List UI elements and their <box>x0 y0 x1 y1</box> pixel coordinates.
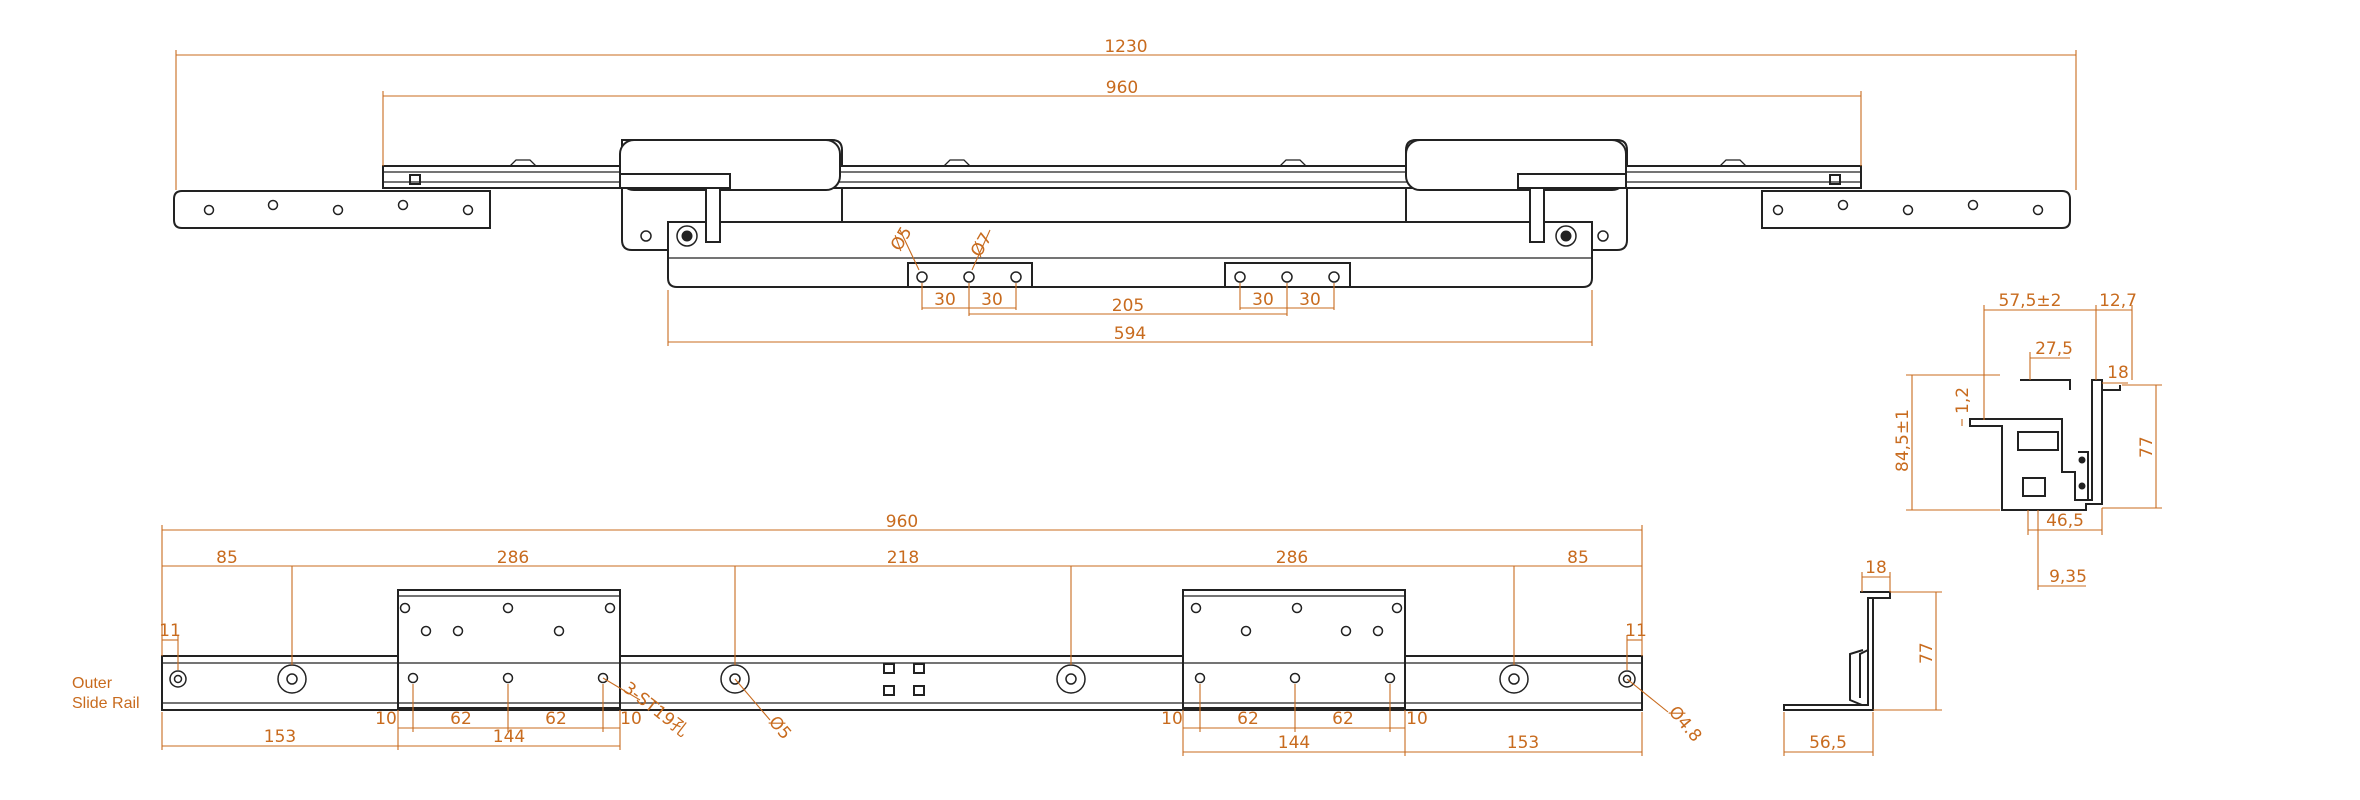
svg-text:9,35: 9,35 <box>2049 567 2087 587</box>
svg-text:10: 10 <box>1161 709 1183 729</box>
right-mounting-flange <box>1761 190 2071 229</box>
svg-text:10: 10 <box>620 709 642 729</box>
svg-text:960: 960 <box>886 512 918 532</box>
flange-hole <box>203 204 215 216</box>
svg-text:12,7: 12,7 <box>2099 291 2137 311</box>
svg-text:144: 144 <box>493 727 525 747</box>
flange-hole <box>1772 204 1784 216</box>
flange-hole <box>1967 199 1979 211</box>
svg-text:27,5: 27,5 <box>2035 339 2073 359</box>
svg-text:30: 30 <box>981 290 1003 310</box>
dim-section-thick: 1,2 <box>1953 387 1973 426</box>
svg-text:10: 10 <box>1406 709 1428 729</box>
flange-hole <box>397 199 409 211</box>
svg-text:594: 594 <box>1114 324 1146 344</box>
bracket-plate <box>667 221 1593 288</box>
outer-slide-rail <box>161 655 1643 711</box>
svg-text:1,2: 1,2 <box>1953 387 1973 414</box>
svg-text:30: 30 <box>1252 290 1274 310</box>
dim-segment-row: 85 286 218 286 85 <box>162 548 1642 665</box>
flange-hole <box>462 204 474 216</box>
svg-text:62: 62 <box>545 709 567 729</box>
dim-profile-height: 77 <box>1873 591 1942 711</box>
svg-text:62: 62 <box>450 709 472 729</box>
svg-text:10: 10 <box>375 709 397 729</box>
svg-text:11: 11 <box>1625 621 1647 641</box>
svg-text:57,5±2: 57,5±2 <box>1999 291 2062 311</box>
dim-960-rail: 960 <box>161 512 1643 656</box>
dim-bracket-pitch: 10 62 62 10 10 62 62 10 <box>375 684 1428 732</box>
dim-section-inner: 27,5 <box>2029 339 2073 380</box>
section-view: 57,5±2 12,7 27,5 18 1,2 84,5±1 <box>1893 291 2162 590</box>
svg-text:56,5: 56,5 <box>1809 733 1847 753</box>
svg-text:77: 77 <box>2137 436 2157 458</box>
flange-hole <box>1837 199 1849 211</box>
dim-section-height: 84,5±1 <box>1893 374 2000 511</box>
flange-hole <box>2032 204 2044 216</box>
svg-text:Outer: Outer <box>72 675 113 692</box>
svg-text:85: 85 <box>1567 548 1589 568</box>
rail-view: Outer Slide Rail <box>72 512 1705 756</box>
svg-text:84,5±1: 84,5±1 <box>1893 409 1913 472</box>
svg-text:30: 30 <box>1299 290 1321 310</box>
flange-hole <box>267 199 279 211</box>
svg-text:144: 144 <box>1278 733 1310 753</box>
flange-hole <box>1902 204 1914 216</box>
svg-text:Ø4.8: Ø4.8 <box>1664 702 1705 746</box>
dim-section-lip: 18 <box>2102 363 2129 384</box>
svg-text:205: 205 <box>1112 296 1144 316</box>
profile-view: 18 77 56,5 <box>1783 558 1942 756</box>
svg-text:1230: 1230 <box>1104 37 1147 57</box>
dim-bottom-row: 153 144 144 153 <box>161 710 1643 756</box>
svg-text:30: 30 <box>934 290 956 310</box>
end-profile <box>1783 591 1891 711</box>
dim-1230: 1230 <box>175 37 2077 190</box>
right-clip <box>1529 187 1545 243</box>
dim-profile-width: 56,5 <box>1783 712 1874 756</box>
svg-text:286: 286 <box>1276 548 1308 568</box>
flange-hole <box>332 204 344 216</box>
dim-section-right-height: 77 <box>2102 384 2162 509</box>
left-mounting-flange <box>173 190 491 229</box>
top-view: 1230 960 Ø5 Ø7 30 <box>173 37 2077 346</box>
dim-pitch-row: 30 30 205 30 30 <box>921 283 1335 316</box>
dim-594: 594 <box>667 290 1593 346</box>
svg-text:85: 85 <box>216 548 238 568</box>
svg-text:153: 153 <box>1507 733 1539 753</box>
svg-text:11: 11 <box>159 621 181 641</box>
svg-text:77: 77 <box>1917 642 1937 664</box>
dim-end-offsets: 11 11 <box>159 621 1647 670</box>
frame-hole <box>1597 230 1609 242</box>
left-clip <box>705 187 721 243</box>
svg-text:Slide Rail: Slide Rail <box>72 695 140 712</box>
svg-text:286: 286 <box>497 548 529 568</box>
frame-hole <box>640 230 652 242</box>
svg-text:960: 960 <box>1106 78 1138 98</box>
svg-text:62: 62 <box>1237 709 1259 729</box>
dim-section-offset: 9,35 <box>2037 510 2087 590</box>
dim-section-bottom: 46,5 <box>2027 508 2103 535</box>
slide-rail <box>382 165 1862 189</box>
svg-text:Ø5: Ø5 <box>764 712 795 743</box>
dim-section-top: 57,5±2 12,7 <box>1983 291 2137 420</box>
svg-text:46,5: 46,5 <box>2046 511 2084 531</box>
dim-profile-lip: 18 <box>1861 558 1891 592</box>
svg-text:153: 153 <box>264 727 296 747</box>
svg-text:62: 62 <box>1332 709 1354 729</box>
svg-text:218: 218 <box>887 548 919 568</box>
dim-960-top: 960 <box>382 78 1862 166</box>
svg-text:18: 18 <box>2107 363 2129 383</box>
svg-text:18: 18 <box>1865 558 1887 578</box>
